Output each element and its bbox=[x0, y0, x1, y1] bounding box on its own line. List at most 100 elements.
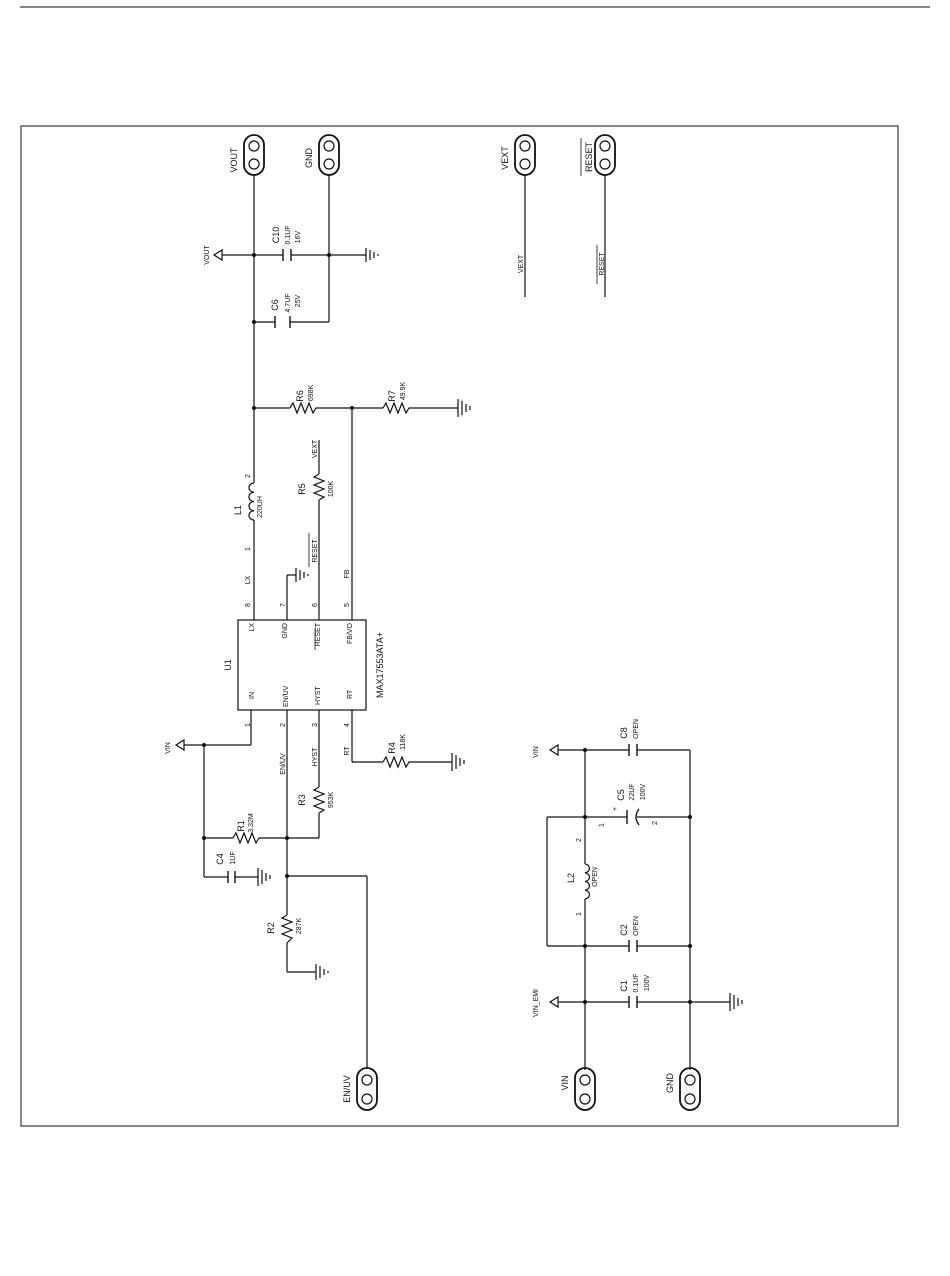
l2-pin-2: 2 bbox=[576, 838, 583, 842]
inductor-l2 bbox=[584, 863, 591, 900]
connector-reset-label: RESET bbox=[584, 141, 594, 172]
net-hyst-label: HYST bbox=[312, 747, 319, 766]
ic-pin-6-num: 6 bbox=[312, 603, 319, 607]
c5-pin-1: 1 bbox=[599, 823, 606, 827]
resistor-r4 bbox=[382, 755, 411, 769]
net-flag-vin: VIN bbox=[165, 738, 185, 754]
connector-vext: VEXT bbox=[500, 134, 536, 176]
l2-value: OPEN bbox=[592, 867, 599, 887]
ic-pin-8-num: 8 bbox=[245, 603, 252, 607]
connector-gnd-top: GND bbox=[304, 134, 340, 176]
c5-plus: + bbox=[612, 807, 619, 811]
c6-voltage: 25V bbox=[295, 294, 302, 307]
ground-icon bbox=[457, 399, 471, 417]
wires bbox=[184, 175, 730, 1070]
c10-ref: C10 bbox=[271, 227, 281, 244]
r5-ref: R5 bbox=[297, 483, 307, 495]
net-flag-vout: VOUT bbox=[204, 245, 223, 265]
r4-value: 118K bbox=[400, 734, 407, 750]
c6-ref: C6 bbox=[270, 299, 280, 311]
c2-value: OPEN bbox=[633, 916, 640, 936]
c4-value: 1UF bbox=[230, 851, 237, 864]
r2-ref: R2 bbox=[266, 922, 276, 934]
connector-gnd-bottom-label: GND bbox=[665, 1073, 675, 1094]
ic-pin-8-name: LX bbox=[249, 623, 256, 632]
r5-value: 100K bbox=[328, 481, 335, 498]
r2-value: 287K bbox=[296, 918, 303, 935]
ic-pin-3-num: 3 bbox=[312, 723, 319, 727]
ground-icon bbox=[729, 993, 743, 1011]
c5-ref: C5 bbox=[616, 789, 626, 801]
connector-enuv: EN/UV bbox=[342, 1067, 378, 1111]
capacitor-c4 bbox=[227, 871, 236, 883]
c8-ref: C8 bbox=[619, 727, 629, 739]
connector-vout: VOUT bbox=[229, 134, 265, 176]
connector-gnd-bottom: GND bbox=[665, 1067, 701, 1111]
schematic-border bbox=[20, 125, 899, 1127]
resistor-r1 bbox=[232, 831, 260, 845]
capacitor-c10 bbox=[282, 249, 292, 261]
ic-pin-4-name: RT bbox=[347, 689, 354, 699]
ic-pin-5-name: FB/VO bbox=[347, 622, 354, 644]
c8-value: OPEN bbox=[633, 719, 640, 739]
c1-voltage: 100V bbox=[644, 975, 651, 992]
net-fb-label: FB bbox=[344, 569, 351, 578]
l2-ref: L2 bbox=[566, 873, 576, 883]
resistors bbox=[232, 401, 411, 944]
connector-gnd-top-label: GND bbox=[304, 148, 314, 169]
r3-ref: R3 bbox=[297, 794, 307, 806]
ground-icon bbox=[295, 568, 309, 582]
c5-voltage: 100V bbox=[640, 784, 647, 801]
ic-body bbox=[237, 619, 367, 711]
l1-pin-2: 2 bbox=[245, 474, 252, 478]
c2-ref: C2 bbox=[619, 924, 629, 936]
net-reset-pin6-label: RESET bbox=[312, 539, 319, 563]
r6-ref: R6 bbox=[295, 390, 305, 402]
r7-value: 49.9K bbox=[400, 382, 407, 401]
capacitor-c8 bbox=[628, 744, 638, 756]
l1-pin-1: 1 bbox=[245, 547, 252, 551]
net-vin-emi-label: VIN_EMI bbox=[533, 989, 540, 1017]
capacitor-c6 bbox=[274, 316, 291, 328]
net-vext-r5-label: VEXT bbox=[312, 439, 319, 458]
ground-icon bbox=[365, 248, 379, 262]
ic-ref: U1 bbox=[223, 659, 233, 671]
c5-pin-2: 2 bbox=[652, 821, 659, 825]
c1-ref: C1 bbox=[619, 980, 629, 992]
ground-icon bbox=[315, 964, 329, 980]
net-flag-vin-emi: VIN_EMI bbox=[533, 989, 559, 1017]
capacitor-c2 bbox=[628, 940, 638, 952]
ic-pin-7-num: 7 bbox=[280, 603, 287, 607]
r7-ref: R7 bbox=[387, 390, 397, 402]
ground-icon bbox=[451, 753, 465, 771]
c10-voltage: 16V bbox=[295, 230, 302, 243]
connector-vext-label: VEXT bbox=[500, 146, 510, 170]
resistor-r6 bbox=[289, 401, 318, 415]
net-vin-label: VIN bbox=[165, 742, 172, 754]
ic-u1: U1 MAX17553ATA+ IN EN/UV HYST RT LX GND … bbox=[223, 603, 385, 727]
resistor-r2 bbox=[280, 914, 294, 944]
ic-pin-1-name: IN bbox=[249, 692, 256, 699]
connector-vin: VIN bbox=[560, 1067, 596, 1111]
net-vout-label: VOUT bbox=[204, 245, 211, 265]
ic-pin-5-num: 5 bbox=[344, 603, 351, 607]
ground-symbols bbox=[257, 248, 743, 1011]
inductors bbox=[248, 482, 591, 900]
r1-ref: R1 bbox=[236, 820, 246, 832]
ic-part-number: MAX17553ATA+ bbox=[375, 632, 385, 698]
capacitor-c5 bbox=[626, 808, 640, 826]
inductor-l1 bbox=[248, 482, 255, 521]
ic-pin-4-num: 4 bbox=[344, 723, 351, 727]
r6-value: 698K bbox=[308, 385, 315, 402]
net-vin-filter-label: VIN bbox=[533, 746, 540, 758]
ic-pin-6-name: RESET bbox=[315, 622, 322, 646]
l1-ref: L1 bbox=[233, 505, 243, 515]
resistor-r7 bbox=[382, 401, 411, 415]
r3-value: 953K bbox=[328, 792, 335, 809]
r1-value: 3.32M bbox=[248, 813, 255, 833]
connector-vout-label: VOUT bbox=[229, 147, 239, 173]
net-flag-vin-filter: VIN bbox=[533, 743, 559, 758]
connector-enuv-label: EN/UV bbox=[342, 1075, 352, 1103]
ic-pin-7-name: GND bbox=[282, 623, 289, 639]
